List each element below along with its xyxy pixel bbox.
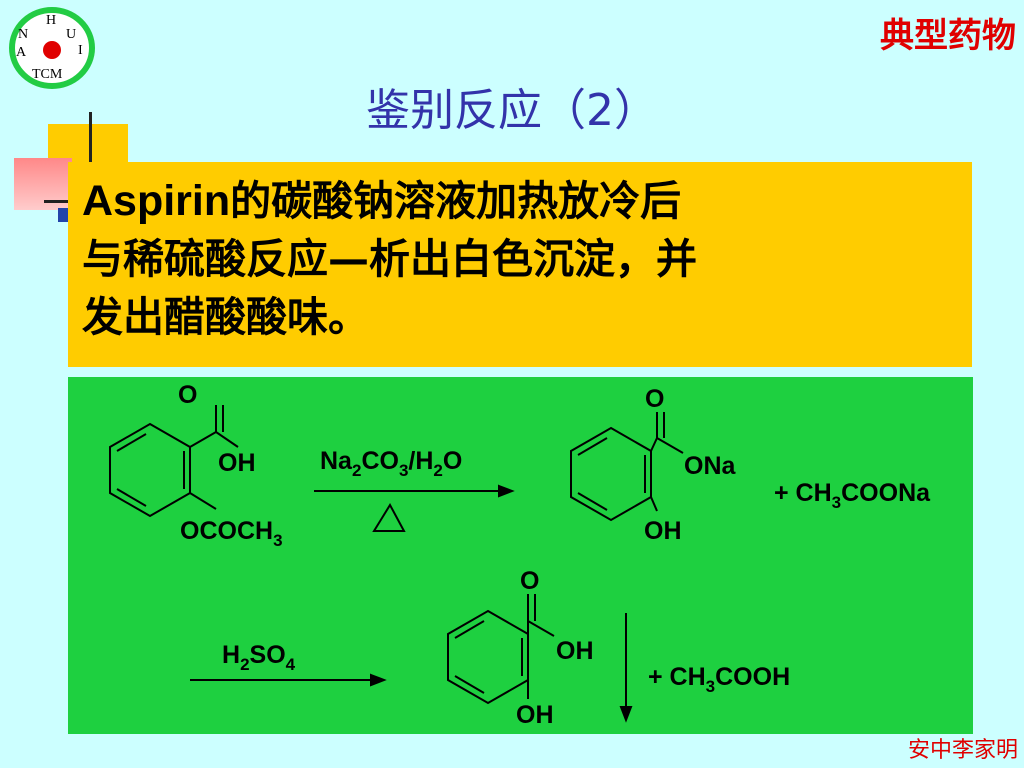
reaction-diagram: O OH OCOCH3 Na2CO3/H2O O ONa OH + CH3COO…	[109, 381, 931, 729]
drug-name: Aspirin	[82, 177, 231, 225]
logo-letter-u: U	[66, 27, 76, 42]
description-line-1-rest: 的碳酸钠溶液加热放冷后	[230, 177, 682, 225]
aspirin-ester-bond	[189, 492, 217, 510]
logo-letter-i: I	[78, 43, 83, 58]
reaction-scheme: O OH OCOCH3 Na2CO3/H2O O ONa OH + CH3COO…	[68, 377, 973, 734]
aspirin-ester-label: OCOCH3	[180, 517, 283, 550]
university-emblem-icon: H N U A I TCM	[9, 7, 95, 89]
section-title: 典型药物	[880, 16, 1016, 56]
decor-yellow-block	[48, 124, 128, 162]
aspirin-carboxyl-bonds	[189, 405, 239, 448]
salicylic-acid-benzene-ring	[447, 609, 529, 705]
salicylic-acid-carboxyl-bonds	[527, 594, 555, 637]
page-title: 鉴别反应（2）	[366, 85, 658, 136]
logo-caption: TCM	[32, 67, 63, 82]
aspirin-benzene-ring	[109, 422, 191, 518]
aspirin-carbonyl-o: O	[178, 381, 197, 409]
decor-horizontal-line	[44, 200, 84, 203]
description-line-1: Aspirin的碳酸钠溶液加热放冷后	[82, 172, 958, 230]
salicylic-acid-cooh-label: OH	[556, 637, 594, 665]
step2-reagent-label: H2SO4	[222, 641, 296, 674]
logo-letter-n: N	[18, 27, 28, 42]
byproduct-acetic-acid: + CH3COOH	[648, 663, 790, 696]
author-credit: 安中李家明	[907, 738, 1018, 763]
decor-vertical-line	[89, 112, 92, 168]
description-box: Aspirin的碳酸钠溶液加热放冷后 与稀硫酸反应—析出白色沉淀，并 发出醋酸酸…	[68, 162, 972, 367]
step1-reagents-label: Na2CO3/H2O	[320, 447, 462, 480]
salicylic-acid-oh-label: OH	[516, 701, 554, 729]
aspirin-oh-label: OH	[218, 449, 256, 477]
byproduct-sodium-acetate: + CH3COONa	[774, 479, 931, 512]
decor-blue-bullet	[58, 208, 68, 222]
logo-letter-h: H	[46, 13, 56, 28]
logo-letter-a: A	[16, 45, 27, 60]
description-line-3: 发出醋酸酸味。	[82, 293, 369, 341]
description-line-2: 与稀硫酸反应—析出白色沉淀，并	[82, 235, 697, 283]
salicylate-ona-label: ONa	[684, 452, 737, 480]
salicylate-hydroxyl-bond	[650, 496, 658, 512]
salicylate-oh-label: OH	[644, 517, 682, 545]
salicylate-carboxylate-bonds	[650, 412, 684, 454]
heat-triangle-icon	[372, 502, 406, 532]
salicylate-benzene-ring	[570, 426, 652, 522]
salicylic-acid-carbonyl-o: O	[520, 567, 539, 595]
salicylate-carbonyl-o: O	[645, 385, 664, 413]
